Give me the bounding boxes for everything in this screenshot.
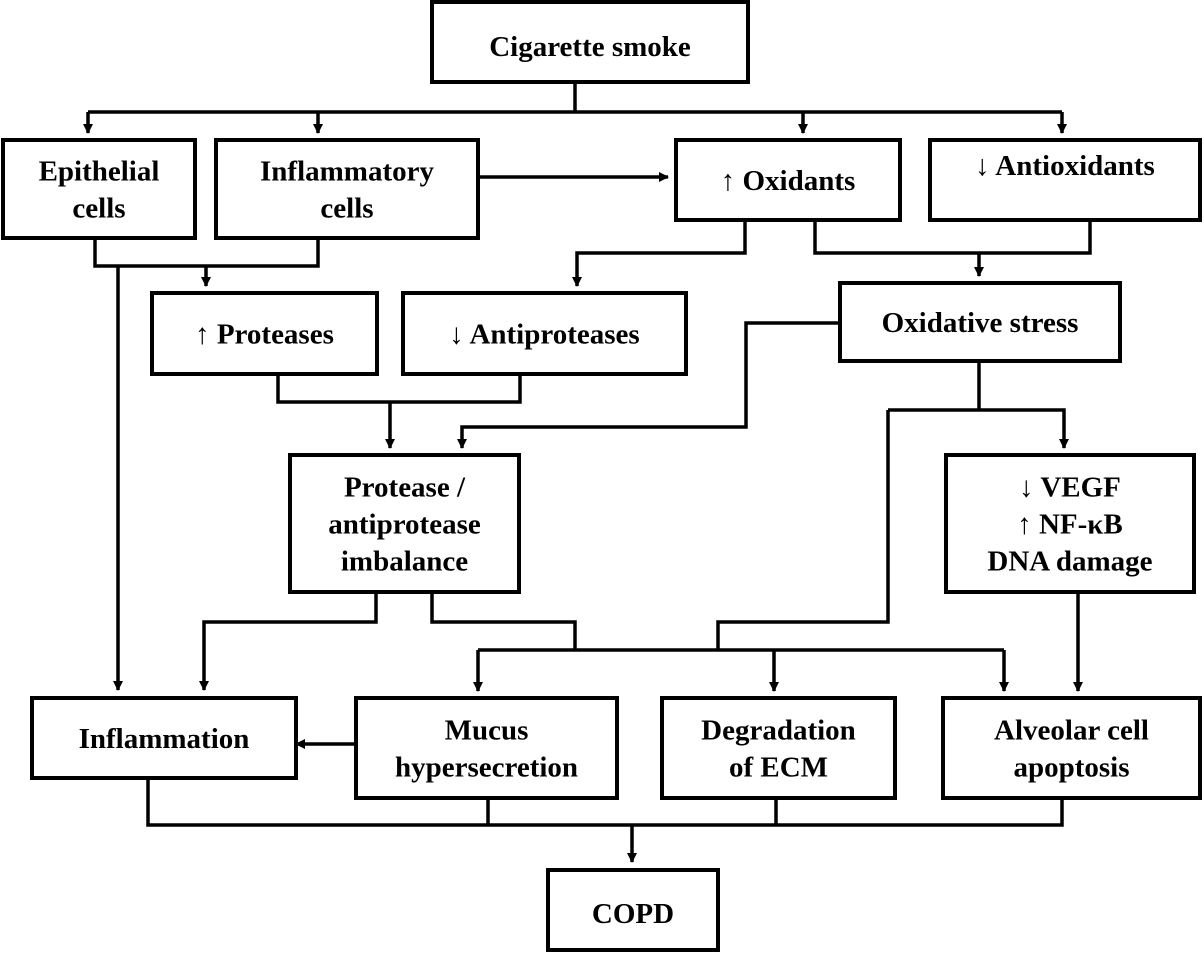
mucus-hypersecretion-box: Mucus hypersecretion	[354, 696, 619, 800]
inflammatory-cells-label-line-1: Inflammatory	[260, 156, 434, 188]
arrow-oxidative-stress-imbalance	[457, 321, 840, 449]
vegf-nfkb-dna-damage-label-line-2: ↑ NF-κB	[1017, 509, 1123, 541]
epithelial-cells-label-line-1: Epithelial	[39, 156, 160, 188]
connectors	[83, 82, 1092, 863]
connector-oxidative-stress-lower	[716, 410, 890, 650]
mucus-hypersecretion-label-line-1: Mucus	[445, 715, 529, 747]
degradation-of-ecm-box: Degradation of ECM	[660, 696, 897, 800]
inflammation-box: Inflammation	[30, 696, 298, 780]
degradation-of-ecm-label-line-2: of ECM	[729, 752, 828, 784]
epithelial-cells-label-line-2: cells	[72, 193, 125, 225]
connector-cells-join	[93, 238, 320, 268]
cigarette-smoke-label-line-1: Cigarette smoke	[489, 31, 691, 63]
antioxidants-label-line-1: ↓ Antioxidants	[975, 150, 1155, 182]
degradation-of-ecm-label-line-1: Degradation	[701, 715, 856, 747]
arrow-oxidative-stress-vegf	[888, 408, 1069, 449]
cigarette-smoke-box: Cigarette smoke	[430, 0, 750, 84]
arrow-imbalance-inflammation	[199, 592, 378, 691]
oxidants-label-line-1: ↑ Oxidants	[721, 165, 856, 197]
antiproteases-box: ↓ Antiproteases	[401, 291, 688, 376]
epithelial-cells-border	[1, 138, 197, 240]
connector-protease-join	[276, 374, 522, 404]
alveolar-cell-apoptosis-label-line-1: Alveolar cell	[994, 715, 1149, 747]
vegf-nfkb-dna-damage-label-line-1: ↓ VEGF	[1019, 472, 1121, 504]
oxidative-stress-label-line-1: Oxidative stress	[882, 307, 1079, 339]
mucus-hypersecretion-border	[354, 696, 619, 800]
degradation-of-ecm-border	[660, 696, 897, 800]
alveolar-cell-apoptosis-border	[941, 696, 1202, 800]
inflammatory-cells-border	[214, 138, 480, 240]
oxidants-box: ↑ Oxidants	[674, 138, 902, 222]
epithelial-cells-box: Epithelial cells	[1, 138, 197, 240]
vegf-nfkb-dna-damage-label-line-3: DNA damage	[987, 546, 1152, 578]
vegf-nfkb-dna-damage-border	[944, 453, 1196, 594]
proteases-label-line-1: ↑ Proteases	[195, 319, 334, 351]
alveolar-cell-apoptosis-box: Alveolar cell apoptosis	[941, 696, 1202, 800]
inflammatory-cells-box: Inflammatory cells	[214, 138, 480, 240]
protease-antiprotease-imbalance-label-line-2: antiprotease	[328, 509, 481, 541]
antioxidants-border	[928, 138, 1202, 222]
oxidative-stress-border	[838, 281, 1122, 363]
oxidative-stress-box: Oxidative stress	[838, 281, 1122, 363]
connector-copd-bus	[146, 778, 1064, 827]
antiproteases-border	[401, 291, 688, 376]
arrow-oxidants-antiproteases	[572, 220, 747, 287]
protease-antiprotease-imbalance-border	[288, 453, 521, 594]
antioxidants-box: ↓ Antioxidants	[928, 138, 1202, 222]
protease-antiprotease-imbalance-box: Protease / antiprotease imbalance	[288, 453, 521, 594]
proteases-box: ↑ Proteases	[150, 291, 379, 376]
protease-antiprotease-imbalance-label-line-1: Protease /	[344, 472, 466, 504]
cigarette-smoke-border	[430, 0, 750, 84]
inflammation-label-line-1: Inflammation	[79, 723, 250, 755]
inflammation-border	[30, 696, 298, 780]
connector-imbalance-lower	[430, 592, 577, 650]
vegf-nfkb-dna-damage-box: ↓ VEGF ↑ NF-κB DNA damage	[944, 453, 1196, 594]
copd-label-line-1: COPD	[592, 898, 674, 930]
copd-border	[546, 868, 720, 952]
connector-oxidant-join	[813, 220, 1092, 255]
antiproteases-label-line-1: ↓ Antiproteases	[449, 319, 639, 351]
copd-box: COPD	[546, 868, 720, 952]
inflammatory-cells-label-line-2: cells	[320, 193, 373, 225]
alveolar-cell-apoptosis-label-line-2: apoptosis	[1013, 752, 1129, 784]
protease-antiprotease-imbalance-label-line-3: imbalance	[341, 546, 468, 578]
mucus-hypersecretion-label-line-2: hypersecretion	[395, 752, 578, 784]
oxidants-border	[674, 138, 902, 222]
proteases-border	[150, 291, 379, 376]
